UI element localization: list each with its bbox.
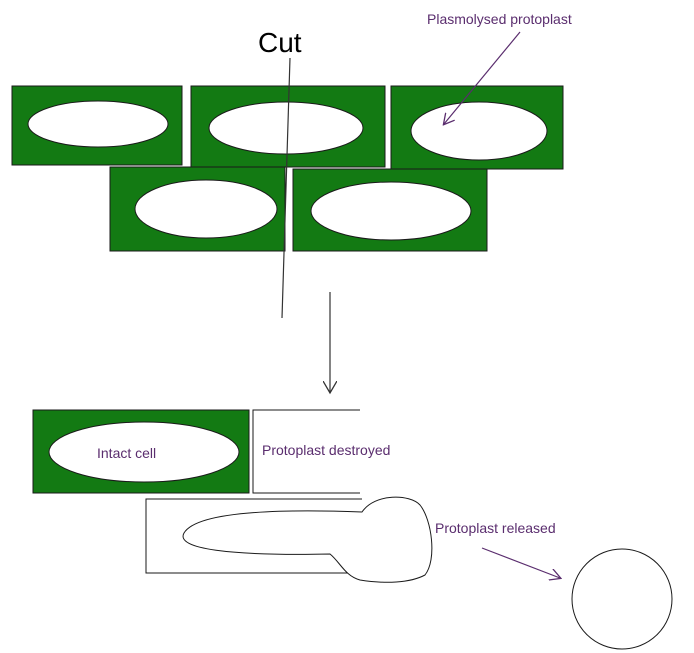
intact-cell — [32, 409, 250, 494]
released-protoplast — [571, 548, 673, 650]
protoplast — [134, 179, 278, 239]
open-cell-wall — [145, 498, 362, 574]
cell-top-2 — [190, 85, 386, 168]
cell-top-3 — [390, 85, 564, 170]
intact-cell-label: Intact cell — [97, 445, 156, 461]
protoplast — [48, 421, 240, 483]
cut-label: Cut — [258, 27, 302, 58]
cut-line — [281, 57, 291, 319]
cell-mid-1 — [109, 166, 286, 252]
plasmolysed-pointer-arrow — [444, 31, 521, 124]
protoplast-released-label: Protoplast released — [435, 520, 556, 536]
plasmolysed-protoplast-label: Plasmolysed protoplast — [427, 11, 572, 27]
protoplast-destroyed-label: Protoplast destroyed — [262, 442, 390, 458]
protoplast — [310, 181, 472, 241]
cell-mid-2 — [292, 168, 488, 252]
cell-top-1 — [11, 85, 183, 166]
protoplast — [410, 101, 548, 161]
protoplast — [208, 101, 364, 155]
protoplast — [27, 100, 169, 148]
emerging-protoplast — [182, 496, 433, 583]
released-pointer-arrow — [481, 547, 560, 578]
destroyed-cell-wall — [252, 409, 360, 494]
